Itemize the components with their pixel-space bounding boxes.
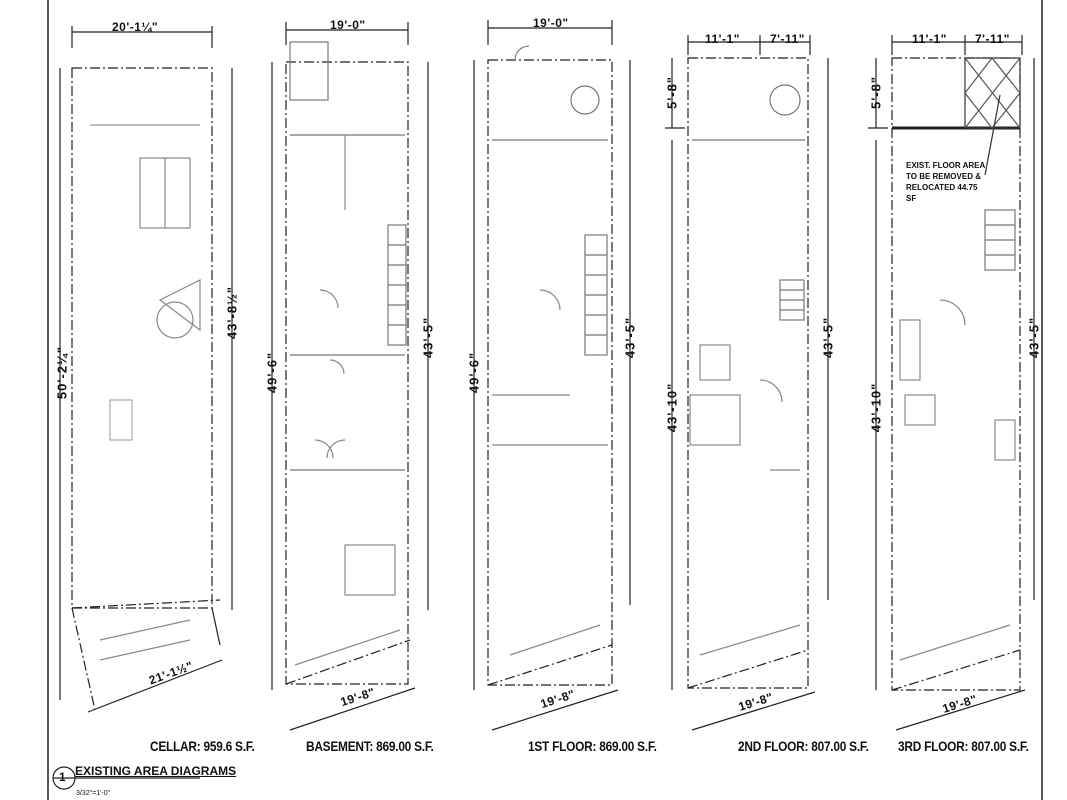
first-floor-dim-right: 43'-5": [622, 316, 638, 359]
basement-dim-left: 49'-6": [264, 351, 280, 394]
basement-dim-top: 19'-0": [330, 18, 366, 32]
second-floor-dim-left-top: 5'-8": [664, 75, 680, 110]
drawing-scale: 3/32"=1'-0": [76, 790, 111, 797]
second-floor-caption: 2ND FLOOR: 807.00 S.F.: [738, 738, 869, 754]
drawing-title: EXISTING AREA DIAGRAMS: [75, 764, 237, 778]
cellar-dim-right: 43'-8½": [224, 285, 240, 340]
cellar-dim-left: 50'-2¼": [54, 345, 70, 400]
second-floor-dim-top-a: 11'-1": [705, 32, 740, 46]
third-floor-dim-left-top: 5'-8": [868, 75, 884, 110]
third-floor-dim-right: 43'-5": [1026, 316, 1042, 359]
third-floor-caption: 3RD FLOOR: 807.00 S.F.: [898, 738, 1029, 754]
first-floor-caption: 1ST FLOOR: 869.00 S.F.: [528, 738, 657, 754]
first-floor-dim-top: 19'-0": [533, 16, 569, 30]
second-floor-dim-right: 43'-5": [820, 316, 836, 359]
third-floor-plan: [868, 35, 1035, 731]
basement-dim-right: 43'-5": [420, 316, 436, 359]
basement-caption: BASEMENT: 869.00 S.F.: [306, 738, 434, 754]
second-floor-plan: [665, 35, 829, 731]
cellar-plan: [59, 26, 233, 713]
second-floor-dim-top-b: 7'-11": [770, 32, 805, 46]
cellar-dim-top: 20'-1¼": [112, 20, 159, 34]
second-floor-dim-left: 43'-10": [664, 382, 680, 433]
basement-plan: [271, 22, 429, 731]
third-floor-removal-note: EXIST. FLOOR AREA TO BE REMOVED & RELOCA…: [906, 161, 985, 203]
first-floor-dim-left: 49'-6": [466, 351, 482, 394]
detail-marker-number: 1: [59, 770, 66, 784]
third-floor-dim-left: 43'-10": [868, 382, 884, 433]
third-floor-dim-top-b: 7'-11": [975, 32, 1010, 46]
cellar-caption: CELLAR: 959.6 S.F.: [150, 738, 255, 754]
first-floor-plan: [473, 20, 631, 731]
third-floor-dim-top-a: 11'-1": [912, 32, 947, 46]
